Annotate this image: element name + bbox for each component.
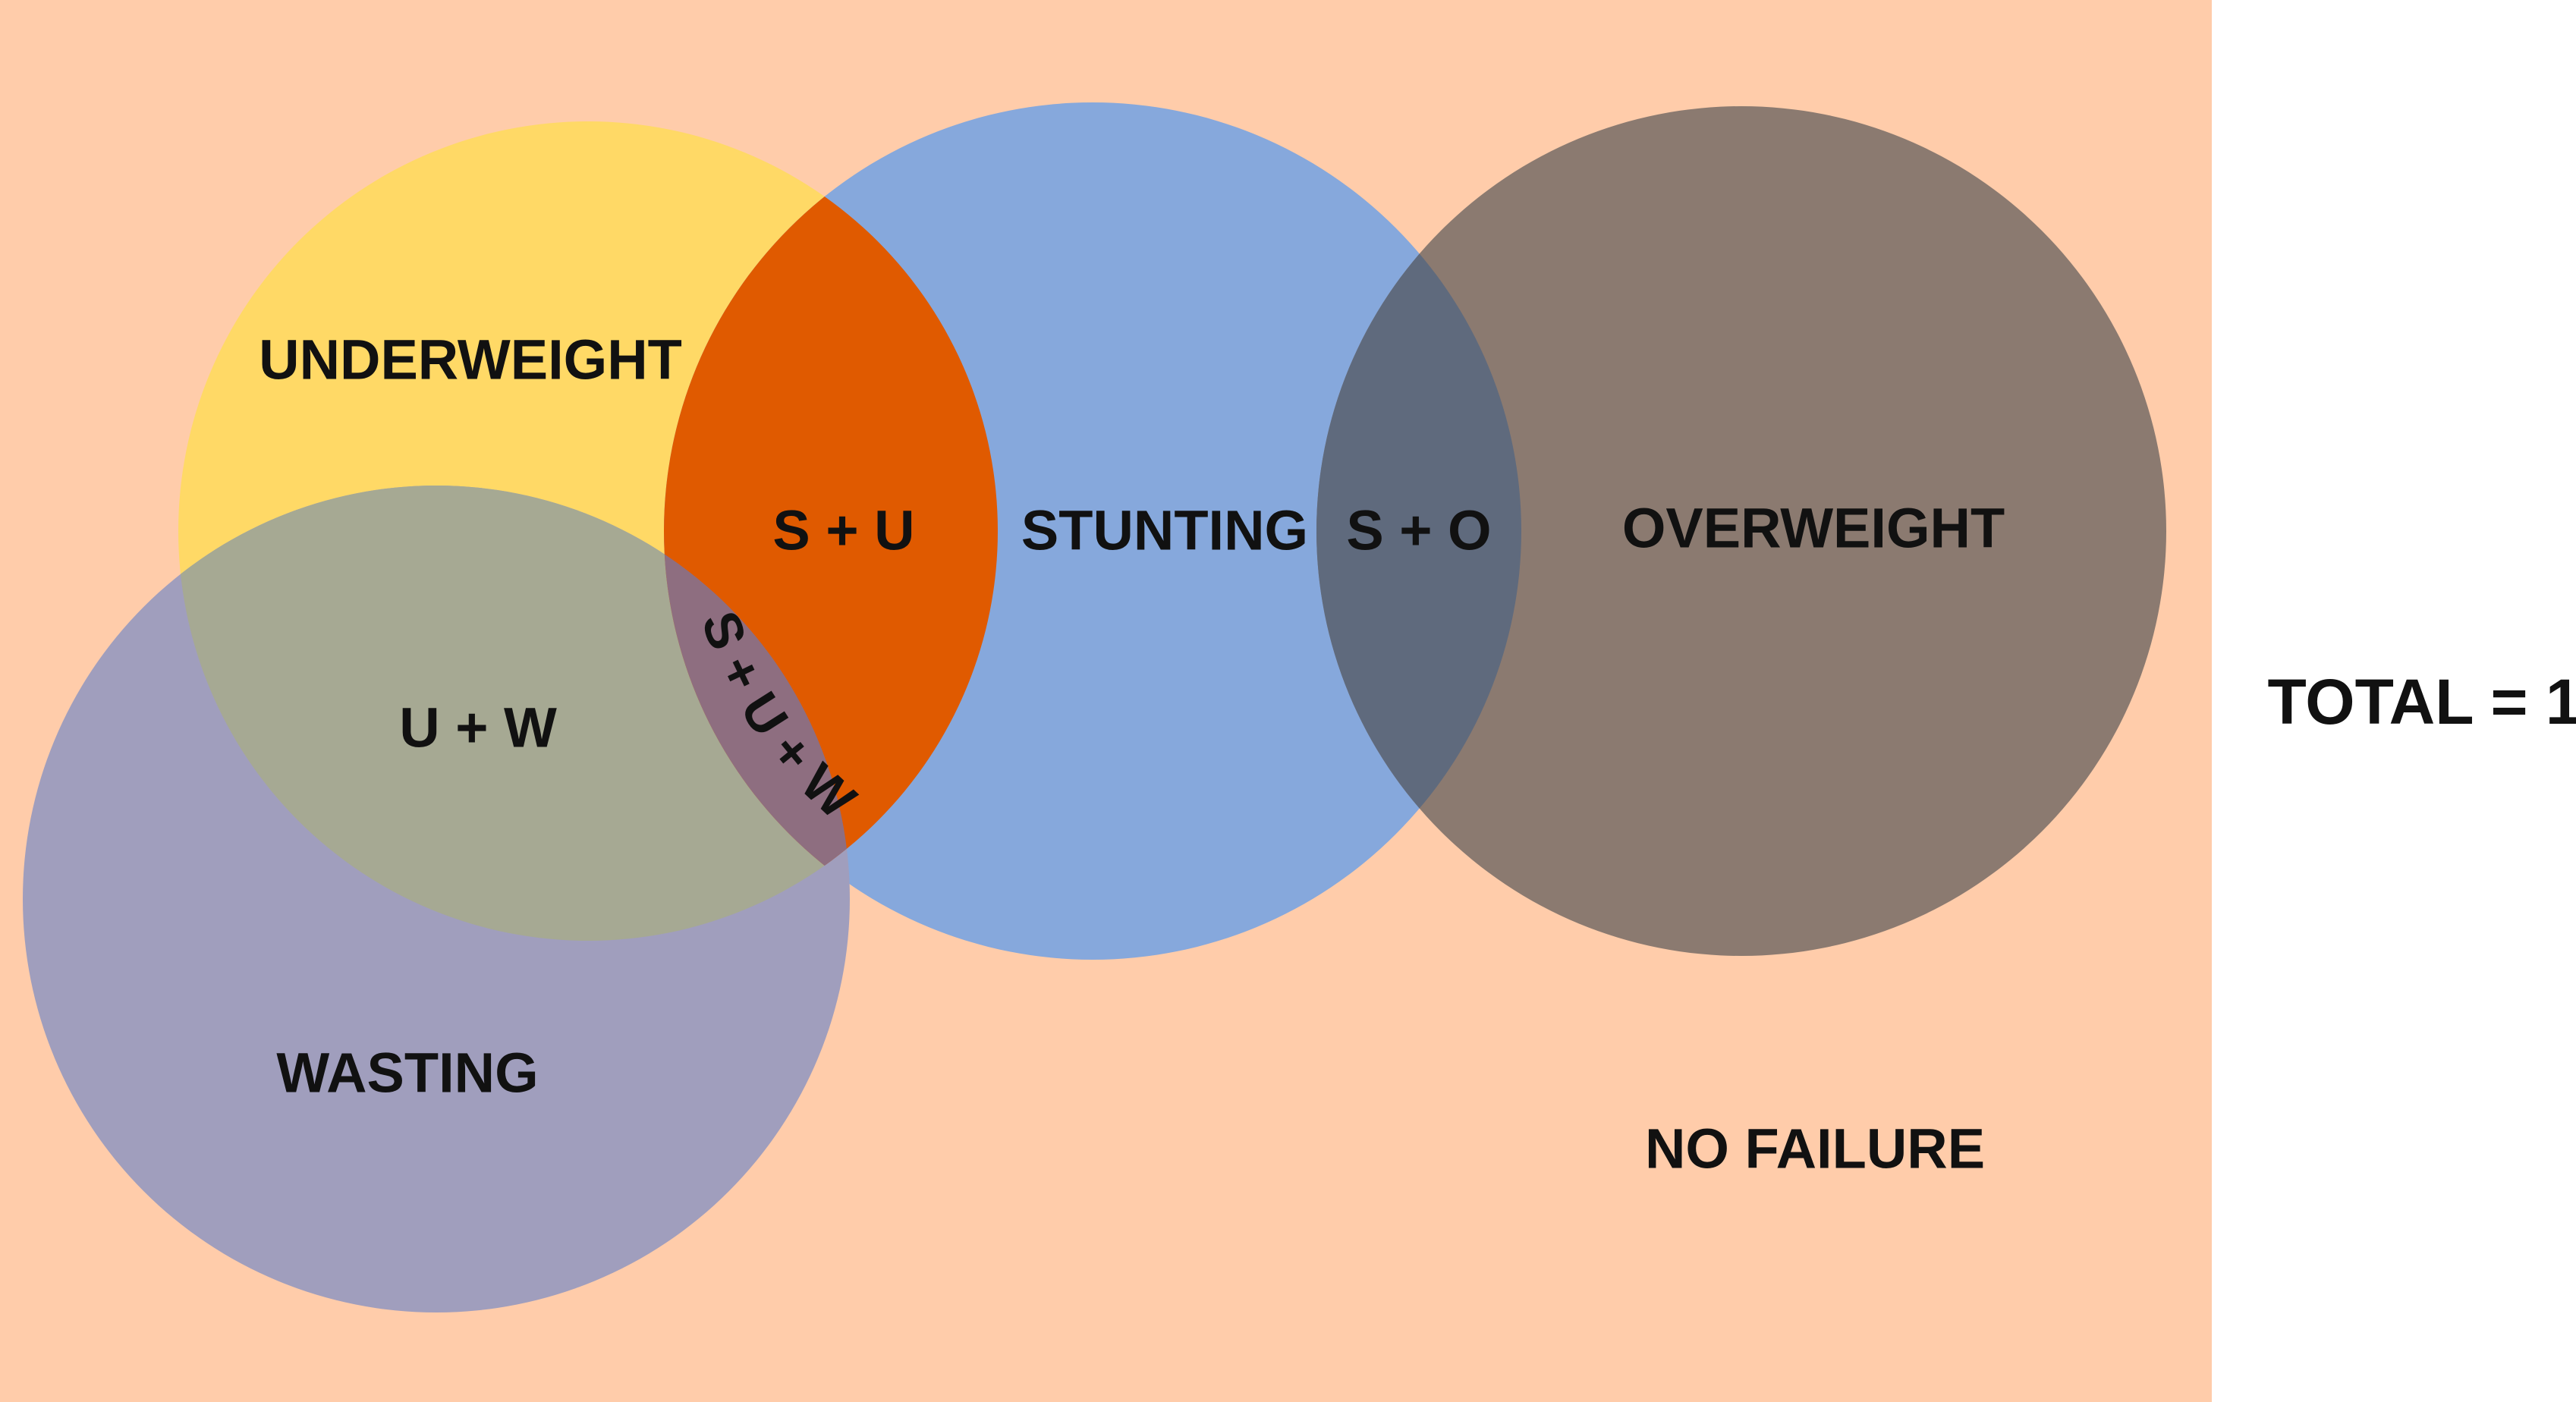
overweight-label: OVERWEIGHT [1622, 497, 2005, 560]
underweight-label: UNDERWEIGHT [259, 328, 682, 391]
overweight-circle [1316, 106, 2166, 956]
s-plus-u-label: S + U [772, 499, 914, 562]
u-plus-w-region [178, 486, 850, 941]
wasting-label: WASTING [276, 1042, 538, 1105]
s-plus-u-region [664, 121, 998, 941]
total-label: TOTAL = 1 [2267, 666, 2576, 737]
no-failure-label: NO FAILURE [1645, 1118, 1985, 1180]
stunting-label: STUNTING [1021, 499, 1308, 562]
u-plus-w-label: U + W [399, 696, 557, 759]
s-plus-o-label: S + O [1346, 499, 1491, 562]
